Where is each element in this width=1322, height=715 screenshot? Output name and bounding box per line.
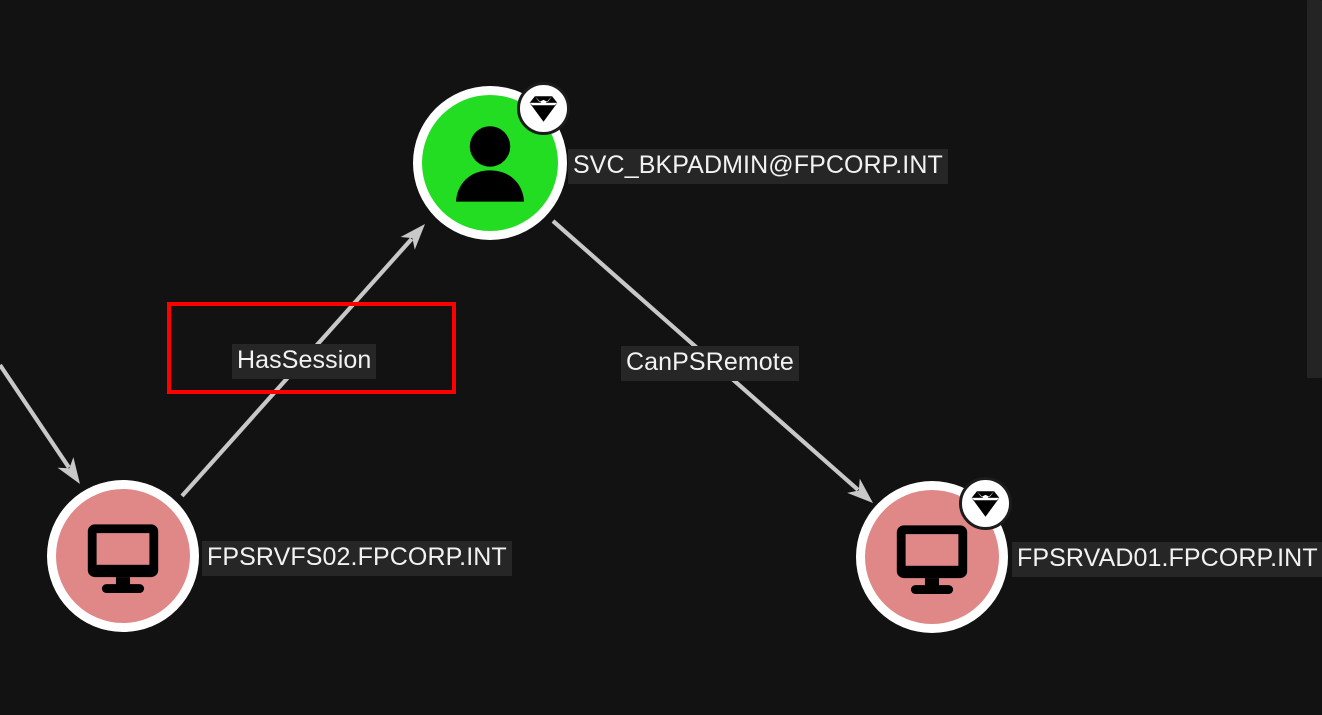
user-icon bbox=[455, 126, 525, 202]
edge-arrowhead bbox=[57, 457, 80, 484]
edge-arrowhead bbox=[400, 224, 425, 250]
node-user-svc-bkpadmin[interactable] bbox=[413, 82, 570, 240]
computer-icon bbox=[896, 525, 968, 594]
node-label-fpsrvfs02: FPSRVFS02.FPCORP.INT bbox=[202, 541, 512, 576]
node-label-svc-bkpadmin: SVC_BKPADMIN@FPCORP.INT bbox=[568, 149, 948, 184]
vertical-scrollbar-track[interactable] bbox=[1307, 0, 1322, 715]
edge-arrowhead bbox=[847, 478, 873, 503]
node-fill-computer bbox=[56, 489, 190, 623]
high-value-badge[interactable] bbox=[517, 82, 570, 135]
vertical-scrollbar-thumb[interactable] bbox=[1307, 0, 1322, 378]
computer-icon bbox=[87, 524, 159, 593]
node-fill-user bbox=[422, 95, 558, 231]
node-computer-fpsrvfs02[interactable] bbox=[47, 480, 199, 632]
node-computer-fpsrvad01[interactable] bbox=[856, 477, 1012, 633]
gem-icon bbox=[971, 491, 1000, 517]
edge-label-canpsremote[interactable]: CanPSRemote bbox=[621, 346, 799, 381]
edge-line[interactable] bbox=[0, 363, 71, 469]
node-label-fpsrvad01: FPSRVAD01.FPCORP.INT bbox=[1012, 542, 1322, 577]
gem-icon bbox=[529, 96, 558, 122]
hassession-highlight-box bbox=[167, 302, 456, 394]
high-value-badge[interactable] bbox=[959, 477, 1012, 530]
